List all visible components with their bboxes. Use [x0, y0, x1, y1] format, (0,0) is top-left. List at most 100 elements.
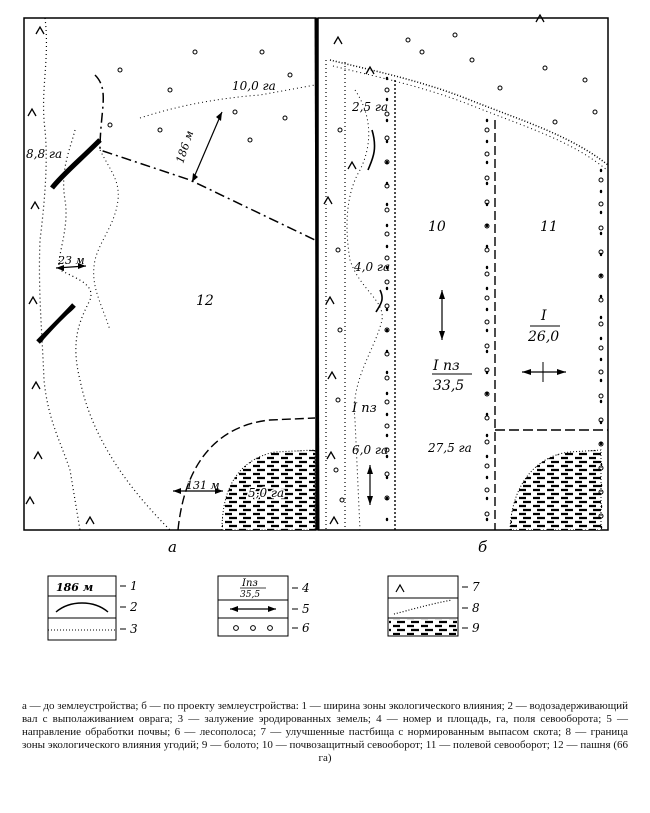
pasture-mark — [35, 25, 45, 35]
forest-mark — [259, 49, 265, 55]
width-186-label: 186 м — [173, 129, 196, 165]
bog-boundary-a — [177, 417, 316, 531]
forest-mark — [484, 415, 490, 421]
area-top-a: 10,0 га — [232, 79, 276, 93]
legend-num-7: 7 — [472, 580, 480, 594]
pasture-mark — [28, 295, 38, 305]
legend-num-9: 9 — [472, 621, 480, 635]
strip-label-Ipz: I пз — [351, 401, 377, 416]
pasture-mark — [326, 450, 336, 460]
gully-upper — [50, 138, 102, 190]
rotation-Ipz-number: I пз — [432, 358, 460, 374]
tillage-arrow-11 — [522, 362, 566, 382]
legend-num-2: 2 — [129, 600, 138, 614]
forest-mark — [484, 343, 490, 349]
forest-mark — [384, 375, 390, 381]
forest-mark — [484, 487, 490, 493]
gully-lower — [36, 303, 76, 344]
pasture-mark — [347, 160, 357, 170]
ecological-zone-boundary-a — [94, 74, 316, 241]
legend-num-3: 3 — [130, 622, 138, 636]
pasture-mark — [325, 295, 335, 305]
forest-mark — [107, 122, 113, 128]
forest-mark — [232, 109, 238, 115]
forest-mark — [582, 77, 588, 83]
forest-mark — [384, 87, 390, 93]
forest-mark — [384, 495, 390, 501]
width-131-label: 131 м — [186, 479, 220, 492]
forest-mark — [484, 151, 490, 157]
forest-mark — [339, 497, 345, 503]
field-10: 10 — [428, 219, 446, 235]
rotation-Ipz-area: 33,5 — [433, 378, 464, 394]
forest-mark — [497, 85, 503, 91]
pasture-mark — [365, 65, 375, 75]
legend-num-8: 8 — [472, 601, 480, 615]
zone-boundary-b — [346, 89, 383, 531]
width-186-arrow — [191, 111, 223, 183]
forest-mark — [484, 439, 490, 445]
legend-sample-1: 186 м — [56, 581, 93, 594]
forest-mark — [384, 471, 390, 477]
legend-num-5: 5 — [302, 602, 310, 616]
forest-mark — [484, 271, 490, 277]
forest-mark — [337, 327, 343, 333]
forest-mark — [484, 127, 490, 133]
pasture-boundary-a — [38, 17, 81, 531]
forest-mark — [598, 249, 604, 255]
figure-caption: а — до землеустройства; б — по проекту з… — [22, 700, 628, 764]
forest-mark — [598, 201, 604, 207]
width-23-label: 23 м — [57, 254, 85, 267]
forest-mark — [384, 111, 390, 117]
forest-mark — [484, 295, 490, 301]
pasture-mark — [327, 370, 337, 380]
legend-num-4: 4 — [301, 581, 310, 595]
width-131-arrow — [173, 488, 223, 494]
forest-mark — [598, 321, 604, 327]
zone-boundary-dotted-a — [58, 129, 171, 531]
tillage-arrow-strip — [367, 465, 373, 505]
tillage-arrow-10 — [439, 290, 445, 340]
forest-mark — [384, 279, 390, 285]
forest-mark — [117, 67, 123, 73]
pasture-mark — [25, 495, 35, 505]
area-bog-a: 5,0 га — [248, 486, 284, 500]
forest-mark — [598, 465, 604, 471]
legend-num-1: 1 — [130, 579, 138, 593]
forest-mark — [384, 231, 390, 237]
width-23-arrow — [55, 263, 87, 271]
forest-mark — [384, 399, 390, 405]
dotted-boundary-top-a — [139, 84, 316, 119]
pasture-mark — [27, 107, 37, 117]
forest-mark — [384, 159, 390, 165]
forest-mark — [384, 255, 390, 261]
rotation-I-number: I — [540, 308, 547, 324]
forest-mark — [484, 367, 490, 373]
forest-mark — [598, 393, 604, 399]
forest-mark — [552, 119, 558, 125]
forest-mark — [335, 397, 341, 403]
forest-mark — [598, 369, 604, 375]
bog-b — [509, 449, 602, 531]
pasture-mark — [333, 35, 343, 45]
pasture-mark — [31, 380, 41, 390]
forest-mark — [484, 511, 490, 517]
pasture-mark — [85, 515, 95, 525]
area-275-b: 27,5 га — [427, 441, 472, 455]
area-25-b: 2,5 га — [351, 100, 388, 114]
forest-mark — [384, 303, 390, 309]
forest-mark — [192, 49, 198, 55]
forest-mark — [598, 297, 604, 303]
field-11: 11 — [540, 219, 558, 235]
land-management-map: 10,0 га 8,8 га 186 м 23 м 12 131 м 5,0 г… — [23, 13, 609, 641]
forest-mark — [542, 65, 548, 71]
legend — [47, 575, 468, 641]
forest-mark — [598, 513, 604, 519]
forest-mark — [484, 175, 490, 181]
field-12: 12 — [196, 293, 214, 309]
forest-mark — [484, 391, 490, 397]
pasture-mark — [323, 195, 333, 205]
pasture-mark — [535, 13, 545, 23]
forest-mark — [282, 115, 288, 121]
forest-mark — [384, 423, 390, 429]
